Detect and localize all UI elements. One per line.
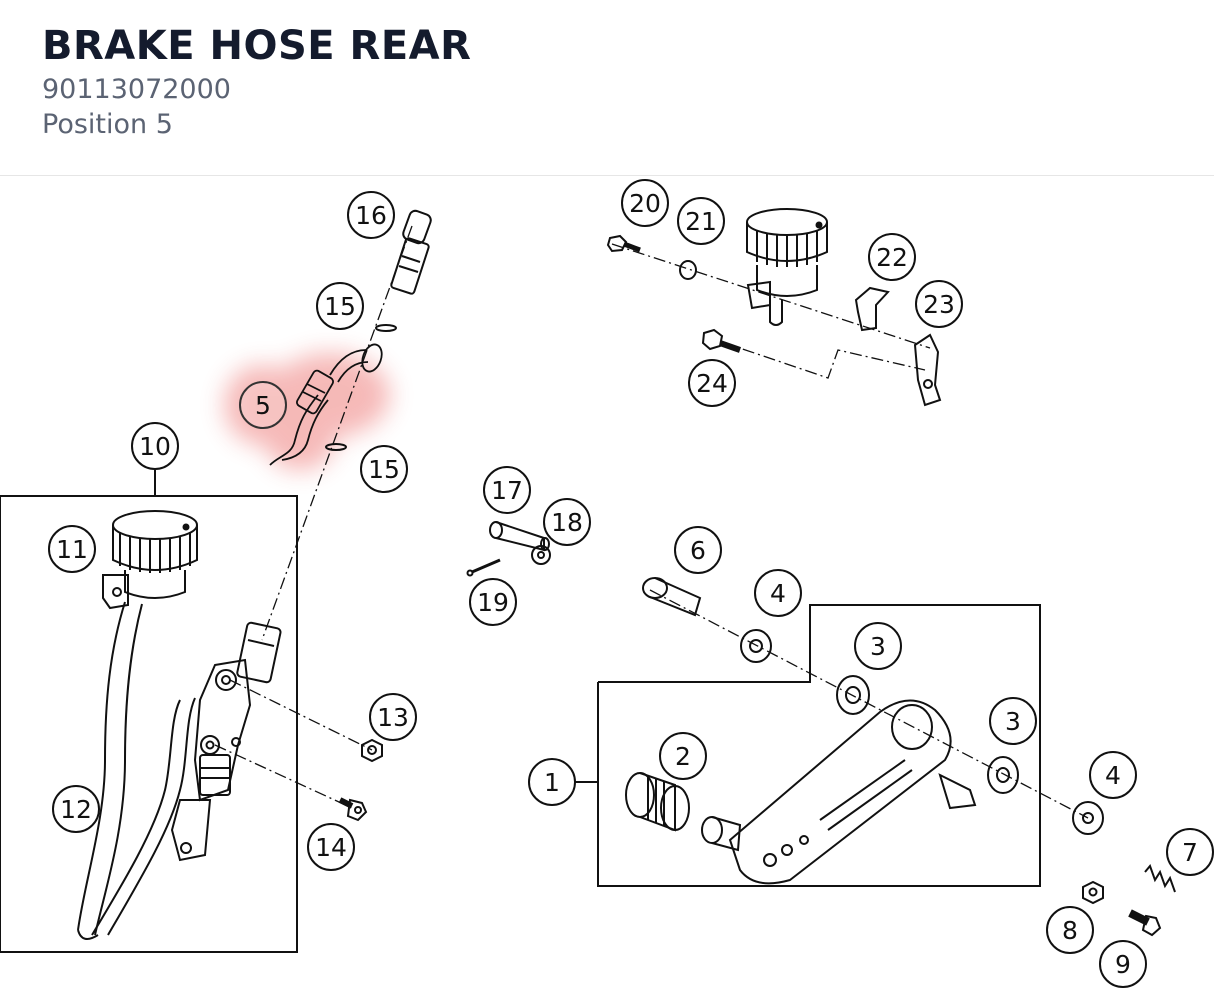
group-box-1 (575, 604, 1041, 887)
callout-20: 20 (621, 179, 669, 227)
part-3-bearing-lower (987, 756, 1019, 794)
part-22-clip (854, 286, 890, 332)
svg-text:8: 8 (1062, 916, 1078, 945)
callout-4-upper: 4 (754, 569, 802, 617)
part-21-spacer (679, 260, 697, 280)
callout-11: 11 (48, 525, 96, 573)
callout-12: 12 (52, 785, 100, 833)
part-2-rubber-pad (625, 772, 690, 832)
part-3-bearing-upper (836, 675, 870, 715)
position-label: Position 5 (42, 109, 173, 140)
group-box-10 (0, 470, 298, 953)
callout-21: 21 (677, 197, 725, 245)
svg-text:16: 16 (355, 201, 387, 230)
svg-text:20: 20 (629, 189, 661, 218)
callout-24: 24 (688, 359, 736, 407)
svg-text:21: 21 (685, 207, 717, 236)
svg-text:12: 12 (60, 795, 92, 824)
svg-text:4: 4 (1105, 761, 1121, 790)
callout-18: 18 (543, 498, 591, 546)
callout-13: 13 (369, 693, 417, 741)
part-9-bolt (1128, 909, 1162, 937)
washer-15-lower (325, 443, 347, 451)
part-7-spring (1144, 864, 1176, 893)
part-17-pin (489, 521, 550, 552)
svg-text:7: 7 (1182, 838, 1198, 867)
callout-6: 6 (674, 526, 722, 574)
svg-text:17: 17 (491, 476, 523, 505)
assembly-lines (214, 225, 1089, 819)
svg-text:23: 23 (923, 290, 955, 319)
part-14-bolt (338, 797, 368, 822)
svg-text:13: 13 (377, 703, 409, 732)
part-20-bolt (606, 234, 641, 253)
svg-text:14: 14 (315, 833, 347, 862)
part-18-washer (531, 545, 551, 565)
svg-text:1: 1 (544, 768, 560, 797)
svg-text:2: 2 (675, 742, 691, 771)
svg-text:9: 9 (1115, 950, 1131, 979)
svg-text:4: 4 (770, 579, 786, 608)
callout-14: 14 (307, 823, 355, 871)
part-16-fitting (390, 209, 432, 295)
part-13-nut (361, 738, 383, 763)
part-19-split-pin (466, 558, 501, 577)
part-6-pivot-bolt (642, 577, 702, 617)
master-cylinder-body (170, 621, 282, 862)
washer-15-upper (375, 324, 397, 332)
part-8-nut (1082, 880, 1104, 905)
part-4-washer-lower (1072, 801, 1104, 835)
svg-text:10: 10 (139, 432, 171, 461)
page-title: BRAKE HOSE REAR (42, 23, 472, 69)
callout-7: 7 (1166, 828, 1214, 876)
part-11-reservoir (102, 510, 198, 610)
callout-8: 8 (1046, 906, 1094, 954)
callout-1: 1 (528, 758, 576, 806)
svg-text:6: 6 (690, 536, 706, 565)
callout-4-lower: 4 (1089, 751, 1137, 799)
svg-text:3: 3 (1005, 707, 1021, 736)
svg-text:22: 22 (876, 243, 908, 272)
part-23-bracket (913, 333, 942, 407)
svg-text:15: 15 (368, 455, 400, 484)
part-5-brake-hose (269, 343, 383, 466)
part-4-washer-upper (740, 629, 772, 663)
svg-text:18: 18 (551, 508, 583, 537)
brake-pedal-lever (701, 699, 977, 885)
part-number: 90113072000 (42, 74, 231, 105)
callout-17: 17 (483, 466, 531, 514)
callout-2: 2 (659, 732, 707, 780)
callout-5: 5 (239, 381, 287, 429)
rear-reservoir (746, 208, 828, 326)
part-24-bolt (701, 328, 741, 353)
callout-9: 9 (1099, 940, 1147, 988)
part-12-hose (77, 601, 196, 940)
callout-23: 23 (915, 280, 963, 328)
svg-text:5: 5 (255, 391, 271, 420)
svg-text:24: 24 (696, 369, 728, 398)
callout-16: 16 (347, 191, 395, 239)
header-divider (0, 175, 1214, 176)
callout-19: 19 (469, 578, 517, 626)
callout-10: 10 (131, 422, 179, 470)
svg-text:3: 3 (870, 632, 886, 661)
callout-22: 22 (868, 233, 916, 281)
svg-text:15: 15 (324, 292, 356, 321)
callout-15-upper: 15 (316, 282, 364, 330)
page-header: BRAKE HOSE REAR 90113072000 Position 5 (42, 20, 471, 142)
callout-3-lower: 3 (989, 697, 1037, 745)
svg-text:19: 19 (477, 588, 509, 617)
callout-15-lower: 15 (360, 445, 408, 493)
callout-3-upper: 3 (854, 622, 902, 670)
svg-text:11: 11 (56, 535, 88, 564)
